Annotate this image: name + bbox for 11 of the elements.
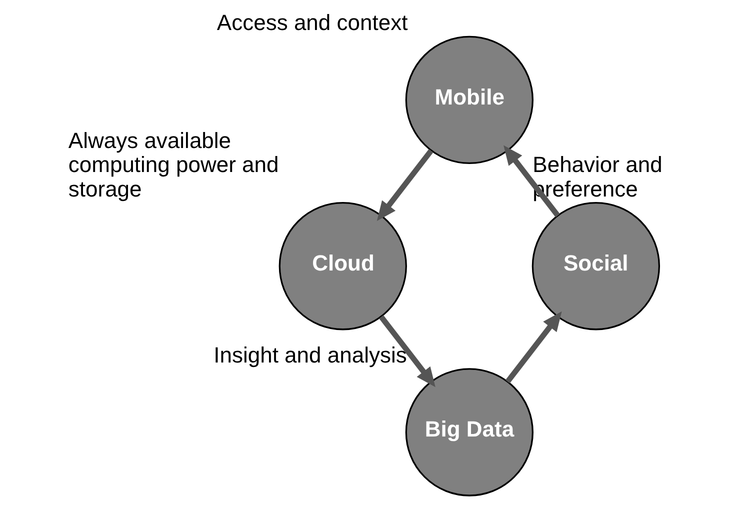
node-circle: Mobile	[404, 36, 533, 164]
node-circle: Social	[531, 202, 660, 330]
node-label: Access and context	[216, 10, 408, 36]
node-circle: Cloud	[278, 202, 406, 330]
node-label: Insight and analysis	[213, 342, 406, 368]
arrow	[376, 149, 433, 221]
arrow	[378, 315, 435, 388]
node-label: Always available computing power and storage	[68, 128, 278, 202]
arrow	[504, 311, 562, 384]
arrow	[503, 145, 560, 218]
node-circle: Big Data	[404, 368, 533, 496]
